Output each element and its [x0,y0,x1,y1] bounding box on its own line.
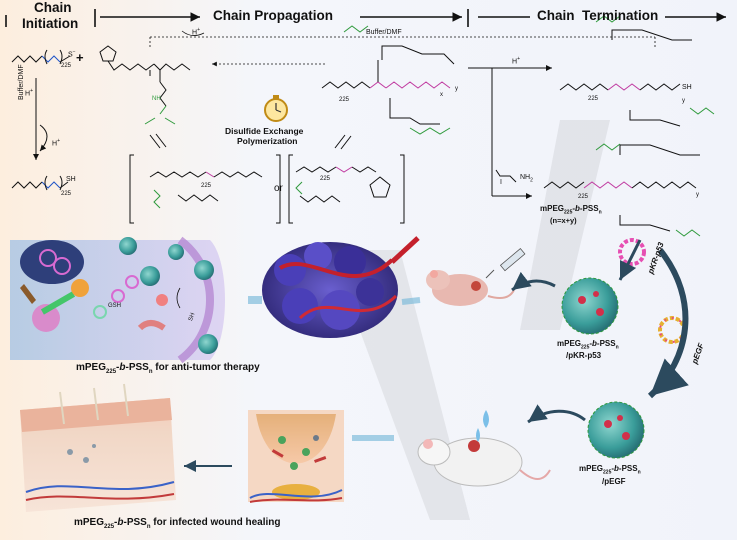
termination-arrows [468,65,552,199]
reagent-buffer-dmf-top: Buffer/DMF [366,29,402,36]
tumor-illustration [262,236,420,338]
syringe-icon [485,248,526,279]
complexation-arrows [184,239,689,472]
complex-pkr-suffix: /pKR-p53 [566,351,602,360]
header-rule [5,9,726,27]
intermediate-left-peg-index: 225 [201,183,212,189]
cell-gsh-label: GSH [108,303,122,309]
terminated-product-sh [559,15,715,127]
or-text: or [274,183,283,194]
reagent-h-top: H+ [192,27,200,37]
product-top-peg-index: 225 [588,96,599,102]
iodoacetamide-i: I [500,179,502,186]
initiator-peg-thiol [11,175,69,191]
intermediate-right [288,154,405,224]
nanoparticle-pegf [587,401,645,459]
caption-wound-healing: mPEG225-b-PSSn for infected wound healin… [74,517,281,530]
polymer-x-index: x [440,92,443,98]
disulfide-exchange-label-2: Polymerization [237,136,298,146]
peg-index-initiator: 225 [61,63,72,69]
intermediate-left [129,154,281,224]
polymer-peg-index: 225 [339,97,350,103]
healed-skin-illustration [20,383,176,512]
cell-uptake-illustration [10,236,225,364]
monomer-nh: NH [152,96,161,102]
propagating-polymer [321,25,455,135]
header-initiation-line2: Initiation [22,16,79,31]
terminated-product-acetamide [543,143,701,237]
polymer-y-index: y [455,86,458,92]
complex-pegf-suffix: /pEGF [602,477,626,486]
complex-pegf-name: mPEG225-b-PSSn [579,464,641,476]
peg-index-thiol: 225 [61,191,72,197]
buffer-dmf-dotted-line [149,30,656,47]
thiol-sh: SH [66,176,76,183]
product-top-y-index: y [682,98,685,104]
reagent-h-left-2: H+ [52,138,60,148]
iodoacetamide-nh2: NH2 [520,174,533,184]
stopwatch-icon [264,95,288,122]
product-n-equation: (n=x+y) [550,216,577,225]
thiolate-s-minus: S− [68,49,76,59]
product-bottom-y-index: y [696,192,699,198]
header-propagation: Chain Propagation [213,8,334,23]
monomer-structure [99,45,191,125]
reagent-h-termination: H+ [512,56,520,66]
nude-mouse-illustration [401,270,515,306]
reagent-h-left: H+ [25,88,33,98]
initiator-peg-thiolate [11,49,71,65]
product-bottom-peg-index: 225 [578,194,589,200]
header-initiation-line1: Chain [34,0,72,15]
caption-antitumor: mPEG225-b-PSSn for anti-tumor therapy [76,362,260,375]
header-termination: Chain Termination [537,8,659,23]
product-name: mPEG225-b-PSSn [540,204,602,216]
terminal-sh: SH [682,84,692,91]
plus-sign: + [76,50,84,65]
rat-illustration [417,410,551,487]
initiation-arrows [33,78,48,160]
reagent-buffer-dmf-left: Buffer/DMF [18,64,25,100]
intermediate-right-peg-index: 225 [320,176,331,182]
disulfide-exchange-label-1: Disulfide Exchange [225,126,304,136]
equilibrium-arrows [149,133,352,150]
infected-wound-illustration [248,410,344,503]
nanoparticle-pkr-p53 [561,277,619,335]
complex-pkr-name: mPEG225-b-PSSn [557,339,619,351]
